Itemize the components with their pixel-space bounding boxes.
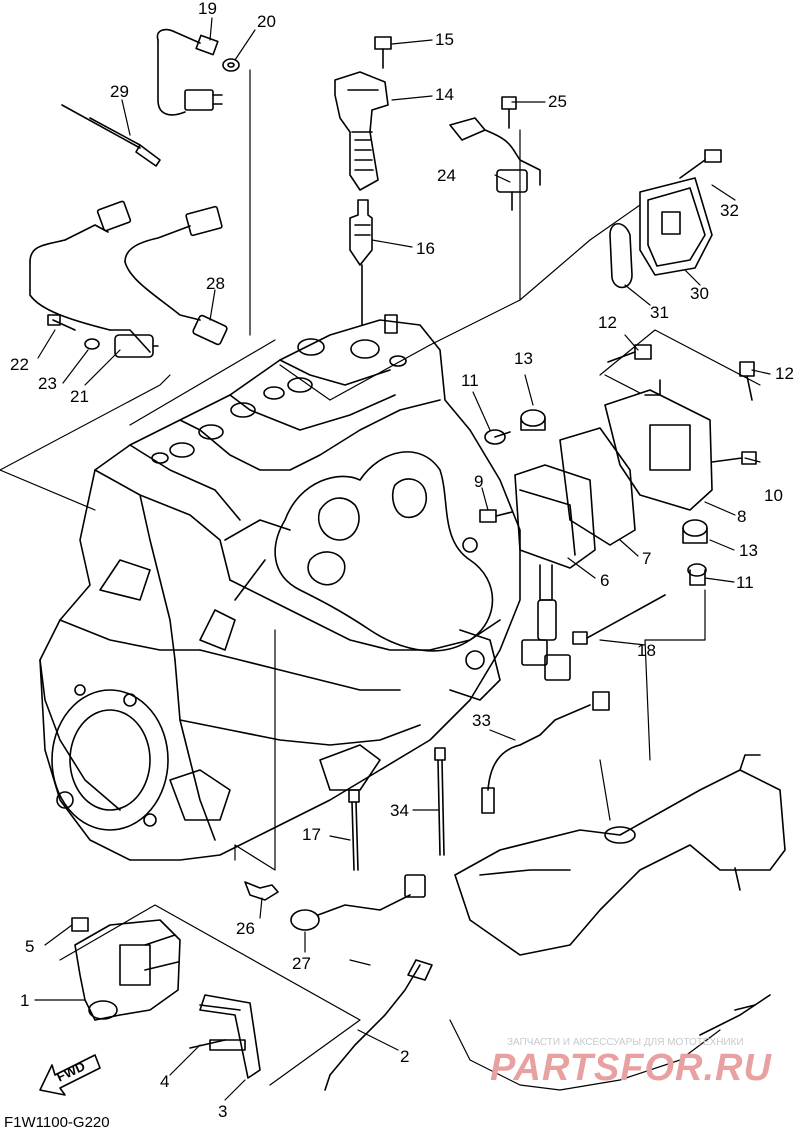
- callout-15: 15: [435, 30, 454, 49]
- guide-lines: [0, 69, 761, 1091]
- part-12-bolt-left: [607, 344, 652, 363]
- callout-11-bottom: 11: [736, 573, 754, 592]
- callout-18: 18: [637, 641, 656, 660]
- callout-13-top: 13: [514, 349, 533, 368]
- callout-13-bottom: 13: [739, 541, 758, 560]
- callout-1: 1: [20, 991, 30, 1010]
- part-16-spark-plug: [349, 199, 373, 326]
- part-7-gasket: [559, 427, 636, 546]
- callout-34: 34: [390, 801, 409, 820]
- callout-10: 10: [764, 486, 783, 505]
- part-25-bolt: [501, 96, 517, 129]
- part-10-bolt: [711, 451, 757, 465]
- callout-3: 3: [218, 1102, 228, 1121]
- harness-21: [29, 200, 159, 358]
- part-24-sensor: [449, 117, 541, 211]
- part-27-knock-sensor: [290, 874, 426, 931]
- callout-30: 30: [690, 284, 709, 303]
- fwd-arrow: [39, 1054, 101, 1096]
- part-30-cover: [639, 177, 713, 276]
- part-31-gasket: [609, 222, 633, 289]
- callout-8: 8: [737, 507, 747, 526]
- callout-14: 14: [435, 85, 454, 104]
- part-1-throttle-body: [74, 919, 181, 1021]
- part-22-bolt: [47, 314, 76, 331]
- leader-lines: [34, 17, 771, 1101]
- part-8-housing: [604, 379, 713, 511]
- part-3-bracket: [199, 994, 261, 1079]
- part-26-sensor: [244, 881, 279, 901]
- callout-27: 27: [292, 954, 311, 973]
- part-9-bolt: [479, 509, 513, 523]
- callout-32: 32: [720, 201, 739, 220]
- part-19-sensor: [156, 28, 223, 116]
- part-15-bolt: [374, 36, 392, 69]
- part-11-collar-top: [484, 429, 511, 445]
- callout-5: 5: [25, 937, 35, 956]
- part-12-bolt-right: [739, 361, 755, 401]
- part-34-cable-tie: [434, 747, 446, 856]
- part-13-grommet-bottom: [682, 519, 708, 544]
- engine-block: [39, 314, 521, 861]
- harness-28: [124, 205, 228, 346]
- part-2-cable: [324, 959, 771, 1091]
- part-33-sensor: [481, 691, 610, 814]
- callout-21: 21: [70, 387, 89, 406]
- callout-9: 9: [474, 472, 484, 491]
- exhaust-pipe: [454, 754, 786, 956]
- part-32-bolt: [679, 149, 722, 179]
- callout-33: 33: [472, 711, 491, 730]
- callout-24: 24: [437, 166, 456, 185]
- diagram-code: F1W1100-G220: [4, 1114, 110, 1131]
- callout-11-top: 11: [461, 371, 479, 390]
- callout-4: 4: [160, 1072, 170, 1091]
- part-5-bolt: [71, 917, 89, 932]
- part-23-washer: [84, 338, 100, 350]
- callout-2: 2: [400, 1047, 410, 1066]
- callout-31: 31: [650, 303, 669, 322]
- callout-7: 7: [642, 549, 652, 568]
- part-14-ignition-coil: [334, 71, 389, 191]
- part-29-probe: [61, 104, 161, 167]
- callout-19: 19: [198, 0, 217, 18]
- callout-12-left: 12: [598, 313, 617, 332]
- callout-6: 6: [600, 571, 610, 590]
- watermark-caption: ЗАПЧАСТИ И АКСЕССУАРЫ ДЛЯ МОТОТЕХНИКИ: [507, 1037, 744, 1048]
- callout-26: 26: [236, 919, 255, 938]
- part-18-bolt: [572, 594, 666, 645]
- callout-20: 20: [257, 12, 276, 31]
- callout-29: 29: [110, 82, 129, 101]
- part-4-bolt: [189, 1004, 241, 1049]
- part-20-washer: [222, 58, 240, 72]
- callout-17: 17: [302, 825, 321, 844]
- part-11-collar-bottom: [687, 563, 707, 586]
- callout-12-right: 12: [775, 364, 794, 383]
- part-13-grommet-top: [520, 409, 546, 431]
- watermark-logo: PARTSFOR.RU: [490, 1047, 772, 1089]
- callout-28: 28: [206, 274, 225, 293]
- callout-25: 25: [548, 92, 567, 111]
- part-6-control-unit: [514, 464, 596, 681]
- callout-23: 23: [38, 374, 57, 393]
- callout-16: 16: [416, 239, 435, 258]
- callout-22: 22: [10, 355, 29, 374]
- part-17-cable-tie: [348, 789, 360, 871]
